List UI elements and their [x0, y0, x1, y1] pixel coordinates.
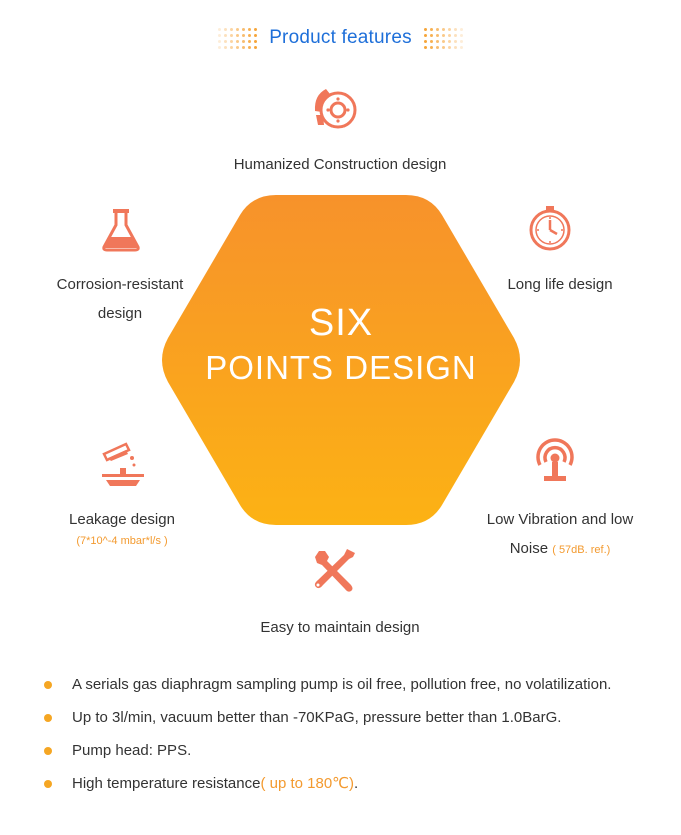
- signal-tower-icon: [536, 438, 574, 481]
- decorative-dot: [224, 27, 228, 31]
- feature-leakage-label: Leakage design: [69, 511, 175, 528]
- bullet-highlight: ( up to 180℃): [260, 775, 354, 792]
- decorative-dot: [459, 39, 463, 43]
- center-hexagon: [162, 195, 520, 525]
- decorative-dot: [218, 45, 222, 49]
- decorative-dot: [248, 33, 252, 37]
- section-title: Product features: [269, 27, 412, 48]
- decorative-dot: [447, 33, 451, 37]
- decorative-dot: [230, 45, 234, 49]
- decorative-dot: [459, 27, 463, 31]
- feature-leakage-note: (7*10^-4 mbar*l/s ): [76, 535, 168, 547]
- clock-icon: [529, 206, 571, 251]
- section-header: Product features: [0, 24, 681, 52]
- decorative-dot: [224, 45, 228, 49]
- center-title-line1: SIX: [308, 302, 374, 344]
- decorative-dot: [429, 45, 433, 49]
- decorative-dot: [429, 39, 433, 43]
- bullet-dot: [44, 747, 52, 755]
- decorative-dot: [423, 45, 427, 49]
- feature-low-vibration-line1: Low Vibration and low: [486, 511, 634, 528]
- decorative-dot: [224, 33, 228, 37]
- decorative-dot: [453, 45, 457, 49]
- decorative-dot: [435, 27, 439, 31]
- decorative-dot: [435, 45, 439, 49]
- feature-long-life: Long life design: [507, 276, 613, 293]
- brake-disc-icon: [314, 89, 357, 129]
- decorative-dot: [230, 39, 234, 43]
- feature-easy-maintain: Easy to maintain design: [260, 619, 420, 636]
- decorative-dot: [441, 45, 445, 49]
- decorative-dot: [224, 39, 228, 43]
- decorative-dots-right: [423, 27, 463, 49]
- decorative-dot: [441, 27, 445, 31]
- decorative-dot: [230, 27, 234, 31]
- feature-bullet-list: A serials gas diaphragm sampling pump is…: [44, 672, 674, 804]
- bullet-suffix: .: [354, 775, 359, 792]
- decorative-dot: [236, 27, 240, 31]
- feature-corrosion-resistant: Corrosion-resistant design: [40, 270, 200, 328]
- decorative-dot: [254, 39, 258, 43]
- decorative-dot: [459, 33, 463, 37]
- decorative-dot: [447, 39, 451, 43]
- bullet-text: A serials gas diaphragm sampling pump is…: [72, 676, 612, 693]
- decorative-dot: [423, 27, 427, 31]
- feature-low-vibration-line2: Noise: [509, 540, 549, 557]
- bullet-text: Up to 3l/min, vacuum better than -70KPaG…: [72, 709, 562, 726]
- decorative-dot: [218, 33, 222, 37]
- decorative-dot: [230, 33, 234, 37]
- decorative-dot: [242, 27, 246, 31]
- center-title-line2: POINTS DESIGN: [205, 349, 477, 386]
- list-item: High temperature resistance( up to 180℃)…: [44, 771, 674, 804]
- decorative-dot: [248, 45, 252, 49]
- bullet-dot: [44, 681, 52, 689]
- wrench-screwdriver-icon: [314, 549, 355, 592]
- feature-humanized-construction: Humanized Construction design: [233, 156, 447, 173]
- decorative-dot: [254, 33, 258, 37]
- decorative-dot: [429, 33, 433, 37]
- feature-leakage: Leakage design (7*10^-4 mbar*l/s ): [40, 505, 204, 548]
- decorative-dot: [248, 39, 252, 43]
- decorative-dot: [254, 45, 258, 49]
- decorative-dot: [453, 39, 457, 43]
- decorative-dots-left: [218, 27, 258, 49]
- bullet-text: Pump head: PPS.: [72, 742, 192, 759]
- decorative-dot: [435, 33, 439, 37]
- decorative-dot: [248, 27, 252, 31]
- decorative-dot: [435, 39, 439, 43]
- decorative-dot: [254, 27, 258, 31]
- list-item: Pump head: PPS.: [44, 738, 674, 771]
- decorative-dot: [423, 39, 427, 43]
- feature-corrosion-line1: Corrosion-resistant: [56, 276, 184, 293]
- decorative-dot: [236, 45, 240, 49]
- feature-low-vibration-note: ( 57dB. ref.): [552, 544, 611, 556]
- decorative-dot: [242, 39, 246, 43]
- list-item: A serials gas diaphragm sampling pump is…: [44, 672, 674, 705]
- list-item: Up to 3l/min, vacuum better than -70KPaG…: [44, 705, 674, 738]
- decorative-dot: [453, 27, 457, 31]
- bullet-text: High temperature resistance: [72, 775, 261, 792]
- decorative-dot: [441, 33, 445, 37]
- decorative-dot: [242, 33, 246, 37]
- bullet-dot: [44, 780, 52, 788]
- decorative-dot: [441, 39, 445, 43]
- decorative-dot: [218, 39, 222, 43]
- decorative-dot: [236, 39, 240, 43]
- decorative-dot: [423, 33, 427, 37]
- feature-low-vibration: Low Vibration and low Noise ( 57dB. ref.…: [460, 505, 660, 565]
- bullet-dot: [44, 714, 52, 722]
- decorative-dot: [218, 27, 222, 31]
- decorative-dot: [447, 27, 451, 31]
- decorative-dot: [242, 45, 246, 49]
- flask-icon: [102, 209, 140, 252]
- feature-corrosion-line2: design: [97, 305, 143, 322]
- decorative-dot: [447, 45, 451, 49]
- decorative-dot: [459, 45, 463, 49]
- leak-test-icon: [102, 442, 144, 486]
- decorative-dot: [453, 33, 457, 37]
- decorative-dot: [236, 33, 240, 37]
- decorative-dot: [429, 27, 433, 31]
